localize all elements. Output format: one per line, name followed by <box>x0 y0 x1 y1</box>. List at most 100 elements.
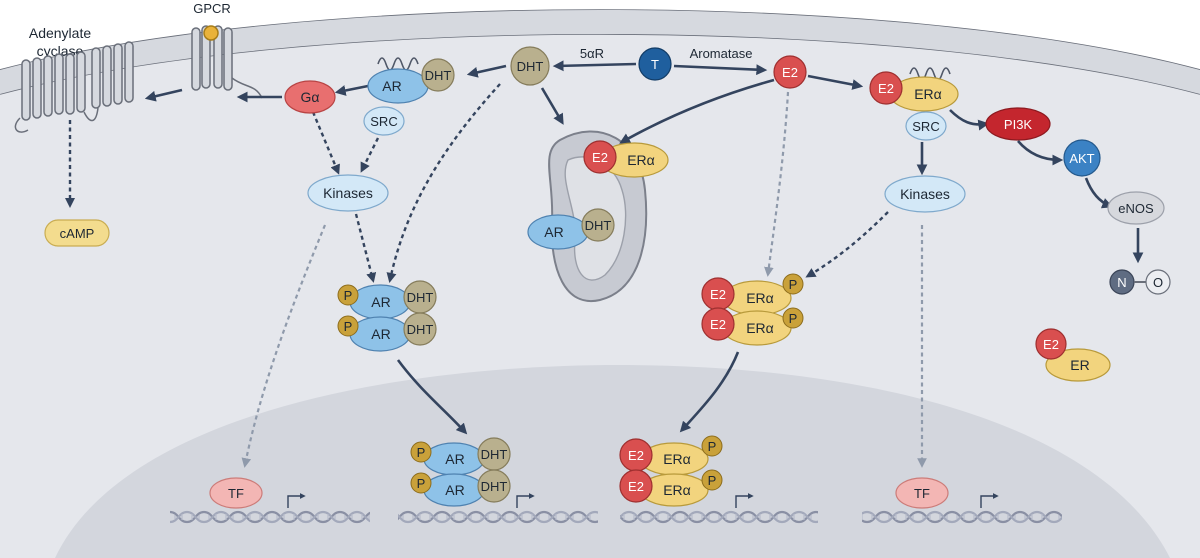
membrane-ar-complex: AR DHT SRC <box>363 57 455 136</box>
galpha-label: Gα <box>301 89 320 105</box>
p-label-cyto-1: P <box>344 288 353 303</box>
transcription-start-icon <box>287 493 306 508</box>
tf-node-right <box>895 477 949 509</box>
enos-node <box>1107 191 1165 225</box>
tf-label-right: TF <box>914 486 930 501</box>
cell-membrane-inner <box>0 33 1200 95</box>
palmitoyl-anchor-right <box>909 67 951 81</box>
e2-node-top <box>773 55 807 89</box>
mito-e2-era-complex: ERα E2 <box>583 140 669 178</box>
dht-label-cyto-1: DHT <box>407 290 434 305</box>
phospho-ar-dimer-cytoplasm: AR AR DHT DHT P P <box>337 280 437 352</box>
transcription-start-icon <box>980 493 999 508</box>
p-label-nuc-ar-2: P <box>417 476 426 491</box>
e2-label-top: E2 <box>782 65 798 80</box>
palmitoyl-anchor <box>377 57 419 71</box>
ar-label-membrane: AR <box>382 78 401 94</box>
tf-label-left: TF <box>228 486 244 501</box>
five-ar-label: 5αR <box>580 46 604 61</box>
dna-helix-icon <box>862 508 1062 530</box>
p-label-nuc-era-2: P <box>708 473 717 488</box>
kinases-label-left: Kinases <box>323 185 373 201</box>
ar-label-nuc-2: AR <box>445 482 464 498</box>
arrow-dht-to-ar <box>466 64 507 78</box>
ar-label-nuc-1: AR <box>445 451 464 467</box>
era-label-cyto-2: ERα <box>746 320 774 336</box>
arrow-t-to-e2 <box>673 64 768 76</box>
arrow-t-to-dht <box>552 60 637 72</box>
t-label: T <box>651 57 659 72</box>
tf-node-left <box>209 477 263 509</box>
arrow-akt-to-enos <box>1084 177 1114 209</box>
era-label-nuc-2: ERα <box>663 482 691 498</box>
phospho-ar-dimer-nucleus: AR AR DHT DHT P P <box>410 437 511 507</box>
e2-label-nuc-1: E2 <box>628 448 644 463</box>
dht-node-central <box>510 46 550 86</box>
transcription-start-icon <box>516 493 535 508</box>
dht-label-membrane: DHT <box>425 68 452 83</box>
camp-node <box>44 219 110 247</box>
dht-label-nuc-2: DHT <box>481 479 508 494</box>
dna-helix-icon <box>170 508 370 530</box>
arrow-pera-to-nucleus <box>679 351 740 433</box>
arrow-e2-to-mito <box>619 78 775 144</box>
dna-helix-icon <box>620 508 818 530</box>
pi3k-label: PI3K <box>1004 117 1033 132</box>
era-label-nuc-1: ERα <box>663 451 691 467</box>
o-label: O <box>1153 275 1163 290</box>
arrow-kinases-to-par <box>354 213 377 283</box>
dht-label-cyto-2: DHT <box>407 322 434 337</box>
p-label-nuc-era-1: P <box>708 439 717 454</box>
arrow-dht-to-par <box>386 83 501 283</box>
dht-label-mito: DHT <box>585 218 612 233</box>
arrow-gpcr-to-ac <box>144 88 183 102</box>
arrow-src-to-kinases <box>360 137 380 173</box>
e2-label-cyto-2: E2 <box>710 317 726 332</box>
akt-node <box>1063 139 1101 177</box>
kinases-node-right <box>884 175 966 213</box>
src-label-right: SRC <box>912 119 939 134</box>
arrow-e2-to-era <box>807 74 864 90</box>
adenylate-cyclase-label-1: Adenylate <box>29 25 91 41</box>
arrow-era-to-pi3k <box>949 109 990 131</box>
p-label-nuc-ar-1: P <box>417 445 426 460</box>
e2-label-free: E2 <box>1043 337 1059 352</box>
arrow-pi3k-to-akt <box>1017 140 1064 166</box>
dht-label-nuc-1: DHT <box>481 447 508 462</box>
enos-label: eNOS <box>1118 201 1154 216</box>
e2-label-mito: E2 <box>592 150 608 165</box>
p-label-cyto-2: P <box>344 319 353 334</box>
galpha-node <box>284 80 336 114</box>
dht-label-central: DHT <box>517 59 544 74</box>
membrane-era-complex: ERα E2 SRC <box>869 67 959 141</box>
aromatase-label: Aromatase <box>690 46 753 61</box>
arrow-galpha-to-kinases <box>311 111 340 175</box>
gpcr-icon <box>191 25 263 99</box>
transcription-start-icon <box>735 493 754 508</box>
e2-label-cyto-1: E2 <box>710 287 726 302</box>
ar-label-cyto-1: AR <box>371 294 390 310</box>
arrow-kinases-to-pera <box>805 211 889 278</box>
camp-label: cAMP <box>60 226 95 241</box>
e2-label-membrane: E2 <box>878 81 894 96</box>
era-label-membrane: ERα <box>914 86 942 102</box>
p-label-era-cyto-2: P <box>789 311 798 326</box>
dna-helix-icon <box>398 508 598 530</box>
t-node <box>638 47 672 81</box>
ar-label-mito: AR <box>544 224 563 240</box>
era-label-mito: ERα <box>627 152 655 168</box>
adenylate-cyclase-icon <box>14 41 134 133</box>
ar-label-cyto-2: AR <box>371 326 390 342</box>
akt-label: AKT <box>1069 151 1094 166</box>
phospho-era-dimer-cytoplasm: ERα ERα E2 E2 P P <box>701 273 804 346</box>
phospho-era-dimer-nucleus: ERα ERα E2 E2 P P <box>619 435 723 507</box>
cell-membrane-band <box>0 10 1200 94</box>
p-label-era-cyto-1: P <box>789 277 798 292</box>
er-label-free: ER <box>1070 357 1089 373</box>
mito-ar-dht-complex: AR DHT <box>527 208 615 250</box>
arrow-ar-to-galpha <box>334 84 369 96</box>
pi3k-node <box>985 107 1051 141</box>
kinases-node-left <box>307 174 389 212</box>
src-label-left: SRC <box>370 114 397 129</box>
